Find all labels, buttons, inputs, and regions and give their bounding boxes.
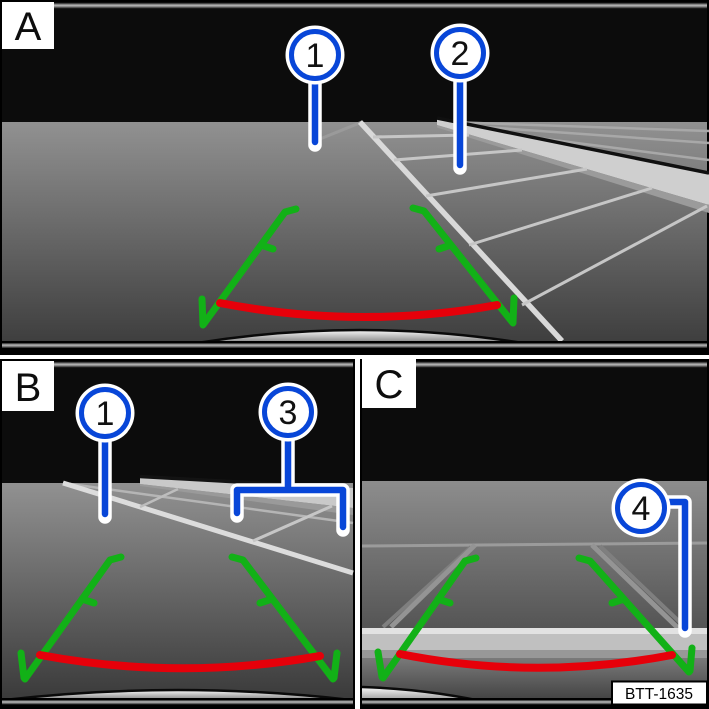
guide-line-left (17, 553, 125, 683)
panel-c-far-line (361, 541, 708, 548)
panel-b-camera-view: 1 3 B (0, 359, 355, 709)
callout-number: 1 (96, 395, 115, 433)
callout-number: 1 (306, 37, 325, 75)
panel-c-bay-lines (381, 543, 688, 630)
figure-code-box: BTT-1635 (611, 680, 708, 706)
panel-a-bottom-bezel-bar (2, 343, 707, 348)
panel-c-curb-band (362, 628, 707, 658)
panel-letter-c: C (375, 363, 404, 407)
distance-line-red (216, 299, 501, 322)
callout-circle (615, 482, 667, 534)
panel-c-bottom-bezel-bar (362, 700, 707, 705)
panel-c-camera-view: 4 BTT-1635 C (360, 359, 709, 709)
callout-circle (434, 27, 486, 79)
callout-number: 2 (451, 35, 470, 73)
panel-label-b: B (2, 361, 54, 411)
guide-line-right (409, 204, 518, 327)
panel-c-top-bezel (362, 362, 707, 368)
panel-c-sky (362, 361, 707, 481)
guide-line-left (374, 554, 480, 682)
callout-1-marker: 1 (285, 25, 345, 152)
panel-a-sky (2, 2, 707, 122)
distance-line-red (36, 651, 324, 673)
panel-a-top-bezel (2, 3, 707, 9)
callout-circle (289, 29, 341, 81)
guide-line-right (228, 553, 341, 683)
callout-3-marker: 3 (230, 382, 350, 537)
panel-b-top-bezel (2, 362, 353, 368)
guide-line-right (575, 554, 696, 676)
panel-a-bumper (196, 328, 524, 345)
callout-number: 4 (632, 490, 651, 528)
callout-number: 3 (279, 394, 298, 432)
guide-line-left (198, 205, 300, 329)
panel-label-c: C (362, 359, 416, 408)
distance-line-red (396, 650, 676, 672)
callout-1-marker: 1 (75, 383, 135, 524)
callout-4-marker: 4 (611, 478, 692, 638)
panel-label-a: A (2, 2, 54, 49)
callout-bracket (233, 434, 347, 531)
panel-letter-b: B (15, 366, 42, 410)
figure-code-text: BTT-1635 (625, 686, 693, 703)
panel-a-camera-view: 1 2 A (0, 0, 709, 355)
callout-circle (79, 387, 131, 439)
panel-letter-a: A (15, 5, 42, 49)
callout-2-marker: 2 (430, 23, 490, 175)
panel-b-bumper (3, 688, 352, 702)
callout-circle (262, 386, 314, 438)
panel-b-bottom-bezel-bar (2, 700, 353, 705)
